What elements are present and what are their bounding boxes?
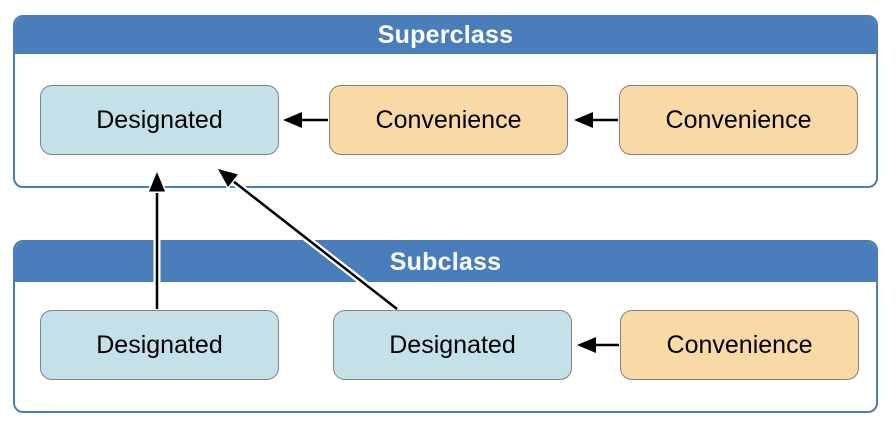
subclass-designated-label-1: Designated <box>96 330 223 359</box>
superclass-header: Superclass <box>15 17 876 54</box>
subclass-convenience-box: Convenience <box>620 310 859 380</box>
superclass-title: Superclass <box>377 21 514 49</box>
subclass-designated-box-1: Designated <box>40 310 279 380</box>
subclass-designated-box-2: Designated <box>333 310 572 380</box>
superclass-convenience-label-2: Convenience <box>665 105 812 134</box>
subclass-convenience-label: Convenience <box>666 330 813 359</box>
superclass-convenience-box-1: Convenience <box>329 85 568 155</box>
superclass-convenience-box-2: Convenience <box>619 85 858 155</box>
superclass-designated-label: Designated <box>96 105 223 134</box>
superclass-designated-box: Designated <box>40 85 279 155</box>
subclass-title: Subclass <box>389 247 502 276</box>
subclass-header: Subclass <box>15 242 876 282</box>
superclass-convenience-label-1: Convenience <box>375 105 522 134</box>
subclass-designated-label-2: Designated <box>389 330 516 359</box>
